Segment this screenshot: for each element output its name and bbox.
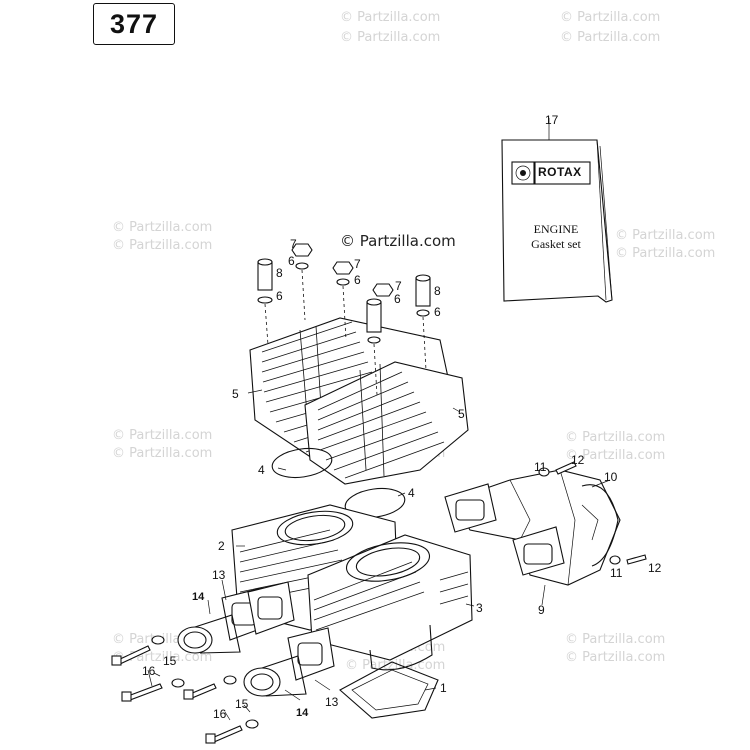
watermark: © Partzilla.com [560, 10, 661, 25]
intake-manifold-lower[interactable] [243, 655, 307, 697]
callout-1: 1 [440, 681, 447, 695]
intake-gasket-lower[interactable] [287, 627, 335, 681]
page-number: 377 [109, 8, 159, 39]
callout-5: 5 [458, 407, 465, 421]
callout-13: 13 [325, 695, 339, 709]
callout-3: 3 [476, 601, 483, 615]
callout-numbers: 17 5 5 4 4 2 3 1 13 13 14 14 15 15 16 16… [142, 113, 662, 721]
callout-8: 8 [276, 266, 283, 280]
watermark: © Partzilla.com [112, 428, 213, 443]
intake-bolts [111, 635, 259, 744]
callout-4: 4 [258, 463, 265, 477]
watermark: © Partzilla.com [615, 246, 716, 261]
callout-15: 15 [235, 697, 249, 711]
exhaust-bolts [538, 461, 647, 565]
intake-gasket-upper[interactable] [221, 581, 295, 641]
callout-6: 6 [394, 292, 401, 306]
callout-4: 4 [408, 486, 415, 500]
watermark: © Partzilla.com [565, 448, 666, 463]
callout-16: 16 [142, 664, 156, 678]
watermark-main: © Partzilla.com [340, 232, 456, 250]
leader-lines [147, 389, 611, 721]
watermark: © Partzilla.com [560, 30, 661, 45]
callout-7: 7 [354, 257, 361, 271]
callout-14: 14 [192, 591, 205, 603]
callout-6: 6 [288, 254, 295, 268]
base-gasket[interactable] [339, 661, 439, 719]
callout-7: 7 [290, 237, 297, 251]
callout-9: 9 [538, 603, 545, 617]
callout-6: 6 [276, 289, 283, 303]
callout-5: 5 [232, 387, 239, 401]
watermark: © Partzilla.com [565, 650, 666, 665]
watermark: © Partzilla.com [112, 446, 213, 461]
exhaust-manifold[interactable] [444, 469, 621, 586]
callout-17: 17 [545, 113, 559, 127]
intake-manifold-upper[interactable] [177, 614, 241, 654]
callout-2: 2 [218, 539, 225, 553]
watermark: © Partzilla.com [112, 238, 213, 253]
callout-7: 7 [395, 279, 402, 293]
watermark: © Partzilla.com [615, 228, 716, 243]
callout-16: 16 [213, 707, 227, 721]
callout-10: 10 [604, 470, 618, 484]
rotax-brand: ROTAX [538, 165, 582, 179]
watermark: © Partzilla.com [340, 10, 441, 25]
callout-13: 13 [212, 568, 226, 582]
callout-6: 6 [354, 273, 361, 287]
callout-12: 12 [648, 561, 662, 575]
callout-6: 6 [434, 305, 441, 319]
booklet-title-line1: ENGINE [533, 222, 579, 236]
watermark: © Partzilla.com [112, 220, 213, 235]
callout-8: 8 [434, 284, 441, 298]
booklet-title: ENGINE Gasket set [506, 222, 606, 252]
callout-15: 15 [163, 654, 177, 668]
gasket-set-booklet[interactable] [501, 118, 613, 303]
head-hardware [257, 243, 431, 396]
page-number-box: 377 [93, 3, 175, 45]
callout-11: 11 [610, 566, 623, 580]
booklet-title-line2: Gasket set [531, 237, 581, 251]
head-gasket-left[interactable] [270, 445, 333, 481]
callout-12: 12 [571, 453, 585, 467]
watermark: © Partzilla.com [565, 632, 666, 647]
callout-14: 14 [296, 707, 309, 719]
callout-11: 11 [534, 460, 547, 474]
watermark: © Partzilla.com [340, 30, 441, 45]
watermark: © Partzilla.com [565, 430, 666, 445]
cylinder-right[interactable] [307, 534, 473, 671]
cylinder-head-right[interactable] [304, 361, 469, 485]
